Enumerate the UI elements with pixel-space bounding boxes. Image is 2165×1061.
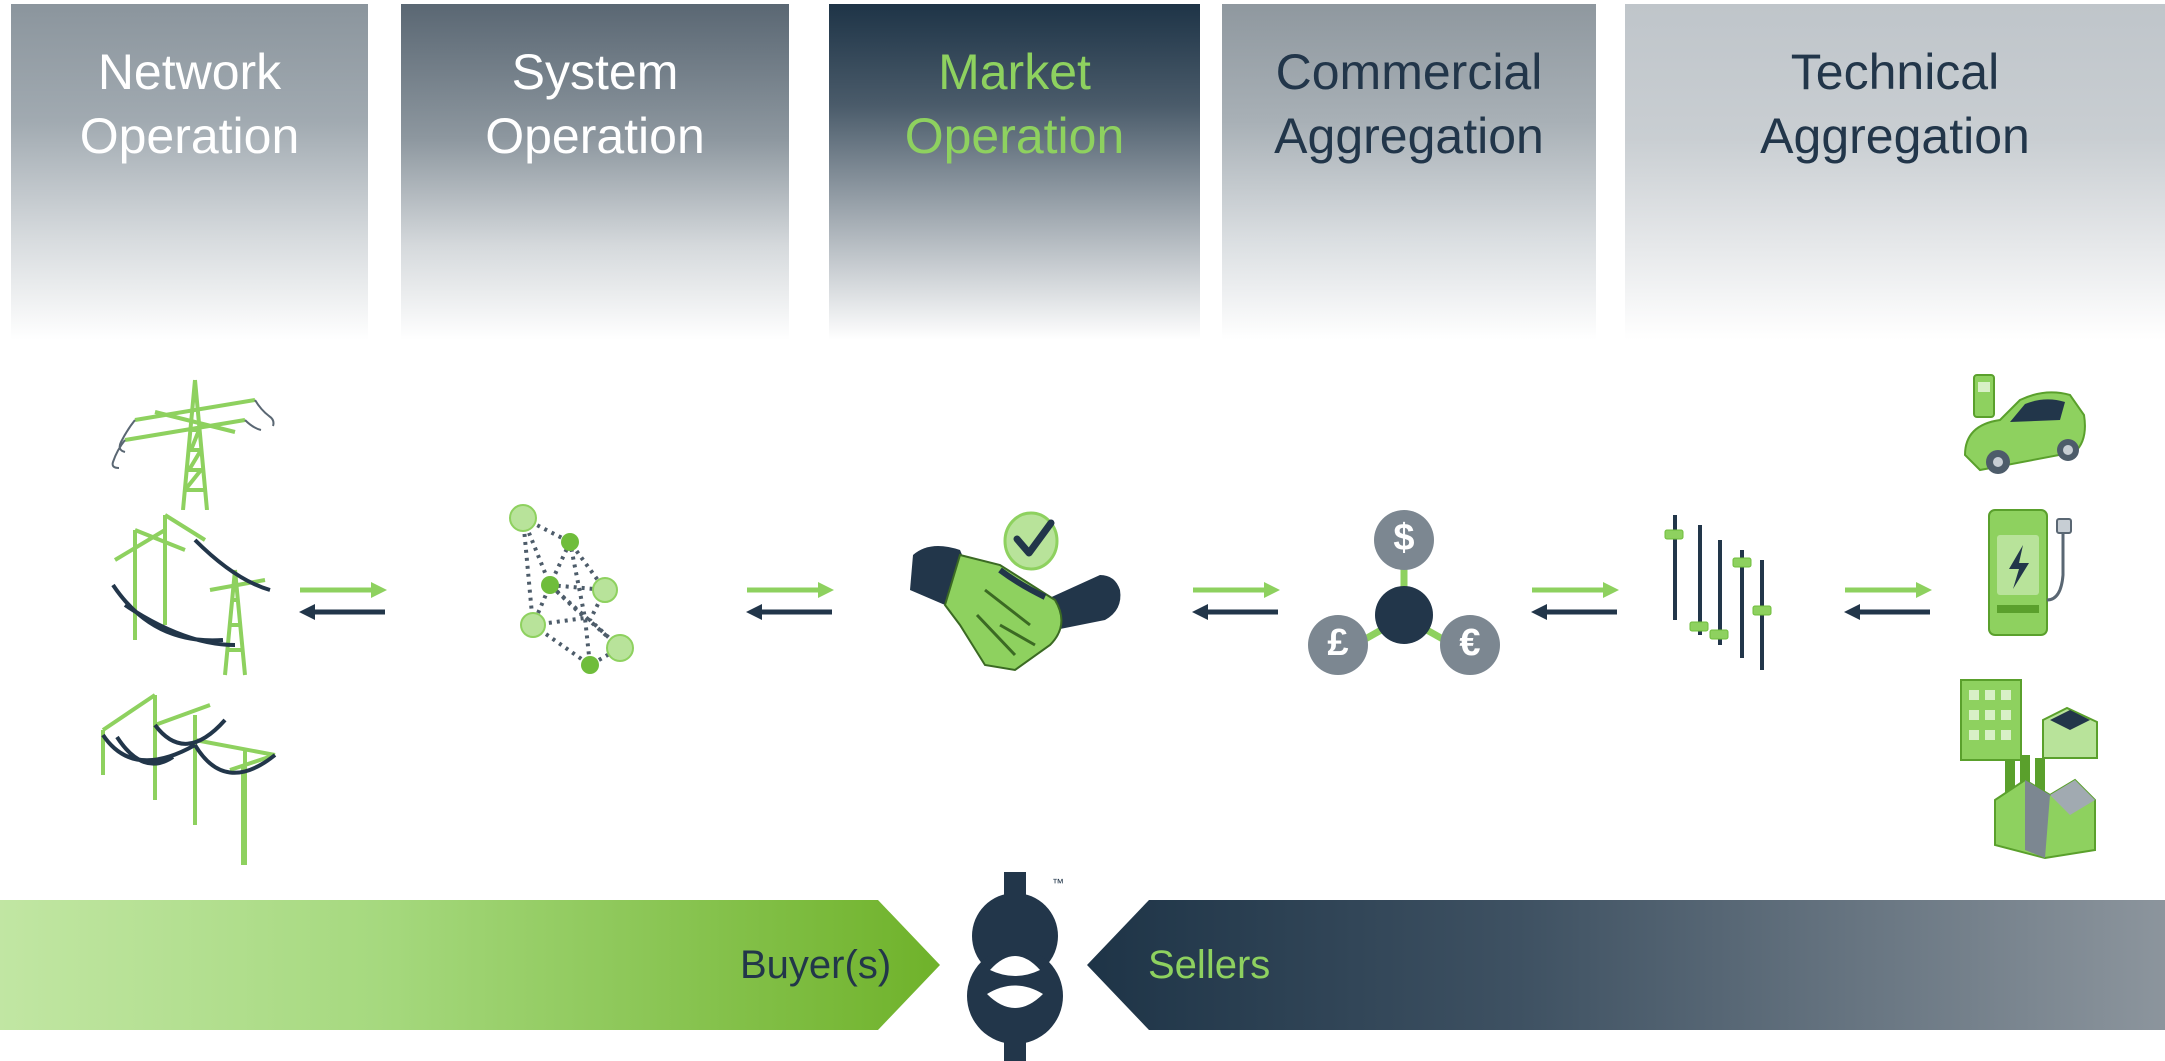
header-line1: Network bbox=[97, 44, 282, 100]
header-technical-aggregation: Technical Aggregation bbox=[1625, 4, 2165, 340]
currency-hub-icon bbox=[1308, 510, 1500, 675]
power-poles-icon bbox=[101, 693, 277, 865]
header-line1: System bbox=[511, 44, 679, 100]
transmission-tower-icon bbox=[111, 379, 275, 510]
buildings-factory-icon bbox=[1960, 679, 2098, 860]
header-line1: Market bbox=[938, 44, 1091, 100]
header-market-operation: Market Operation bbox=[829, 4, 1200, 340]
euro-icon: € bbox=[1459, 622, 1481, 664]
exchange-arrows-icon bbox=[746, 582, 834, 620]
charging-station-icon bbox=[1988, 509, 2072, 636]
buyers-band bbox=[0, 900, 940, 1030]
buyers-label: Buyer(s) bbox=[740, 943, 892, 987]
pound-icon: £ bbox=[1327, 622, 1349, 664]
handshake-icon bbox=[910, 511, 1121, 672]
header-line1: Commercial bbox=[1275, 44, 1543, 100]
header-line2: Operation bbox=[485, 108, 705, 164]
exchange-arrows-icon bbox=[1192, 582, 1280, 620]
header-line2: Aggregation bbox=[1274, 108, 1544, 164]
header-system-operation: System Operation bbox=[401, 4, 789, 340]
sliders-icon bbox=[1664, 515, 1772, 670]
pylon-line-icon bbox=[111, 513, 271, 676]
header-commercial-aggregation: Commercial Aggregation bbox=[1222, 4, 1596, 340]
exchange-arrows-icon bbox=[1844, 582, 1932, 620]
header-network-operation: Network Operation bbox=[11, 4, 368, 340]
header-line2: Operation bbox=[79, 108, 300, 164]
header-line2: Operation bbox=[904, 108, 1125, 164]
dollar-icon: $ bbox=[1393, 517, 1415, 559]
electric-car-icon bbox=[1963, 374, 2086, 474]
trademark-symbol: ™ bbox=[1052, 876, 1064, 890]
network-nodes-icon bbox=[509, 504, 634, 674]
header-line2: Aggregation bbox=[1760, 108, 2030, 164]
brand-logo-icon bbox=[967, 872, 1063, 1061]
sellers-label: Sellers bbox=[1148, 943, 1271, 987]
exchange-arrows-icon bbox=[299, 582, 387, 620]
exchange-arrows-icon bbox=[1531, 582, 1619, 620]
header-line1: Technical bbox=[1790, 44, 2000, 100]
sellers-band bbox=[1087, 900, 2165, 1030]
